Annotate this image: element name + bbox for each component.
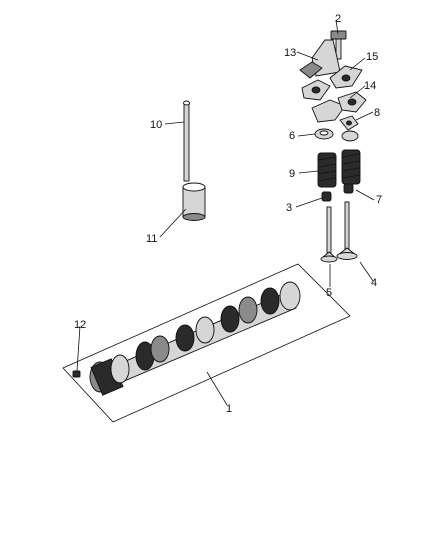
callout-9: 9 [289,168,295,180]
spring-retainer-6 [314,128,359,142]
leader-lines [76,19,375,406]
rocker-arm-15 [329,65,363,89]
rocker-arm-left [301,79,331,101]
callout-2: 2 [335,13,341,25]
callout-10: 10 [150,119,162,131]
callout-13: 13 [284,47,296,59]
callout-6: 6 [289,130,295,142]
bracket-13 [299,39,341,79]
callout-14: 14 [364,80,376,92]
exhaust-valve-4 [336,201,358,260]
plug-12 [72,370,81,378]
callout-11: 11 [146,233,157,245]
callout-15: 15 [366,51,378,63]
callout-12: 12 [74,319,86,331]
rocker-arm-14 [311,91,367,123]
camshaft [89,281,301,396]
valve-springs-9 [317,149,361,188]
callout-4: 4 [371,277,377,289]
callout-labels: 1 2 3 4 5 6 7 8 9 10 11 12 13 14 15 [74,13,382,415]
pushrod [183,100,190,182]
callout-3: 3 [286,202,292,214]
keepers-8 [339,115,359,131]
callout-1: 1 [226,403,232,415]
bolt-2 [330,30,347,60]
valve-seals [321,183,354,202]
tappet-lifter [182,182,206,221]
intake-valve-5 [320,206,338,263]
callout-8: 8 [374,107,380,119]
camshaft-panel [62,263,351,423]
callout-7: 7 [376,194,382,206]
callout-5: 5 [326,287,332,299]
